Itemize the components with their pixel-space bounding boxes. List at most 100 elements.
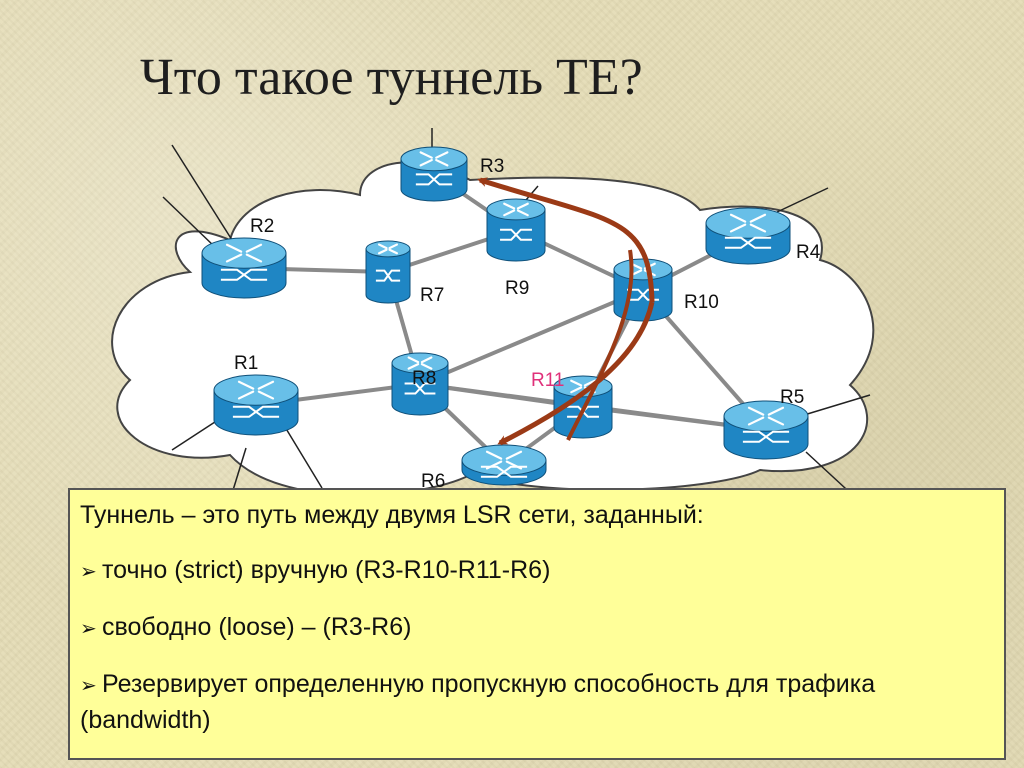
router-top-arrow xyxy=(237,390,255,400)
router-top-arrow xyxy=(388,248,399,255)
router-top-arrow xyxy=(503,202,516,210)
external-link-line xyxy=(803,394,871,416)
router-top xyxy=(486,198,546,221)
link-r10-r8 xyxy=(419,288,644,386)
router-cross-arrows-icon xyxy=(375,269,401,282)
router-label-r9: R9 xyxy=(505,278,529,299)
router-label-r6: R6 xyxy=(421,471,445,492)
router-top-arrow xyxy=(485,450,503,460)
arrow-bullet-icon: ➢ xyxy=(80,561,97,583)
router-top-arrow xyxy=(388,243,399,250)
router-top-arrow xyxy=(747,416,765,426)
network-cloud xyxy=(111,161,875,497)
external-link-line xyxy=(774,187,829,214)
external-link-line xyxy=(281,421,323,489)
router-cross-arrows-icon xyxy=(404,382,436,395)
router-top-arrow xyxy=(245,243,263,253)
info-bullet: ➢точно (strict) вручную (R3-R10-R11-R6) xyxy=(80,553,994,589)
router-top-arrow xyxy=(435,158,449,167)
router-top-arrow xyxy=(237,380,255,390)
router-cross-arrows-icon xyxy=(480,465,528,478)
router-r8 xyxy=(391,352,449,416)
router-top-arrow xyxy=(516,209,529,217)
router-top-arrow xyxy=(516,202,529,210)
router-label-r4: R4 xyxy=(796,242,821,263)
slide-title: Что такое туннель TE? xyxy=(140,49,643,106)
router-cross-arrows-icon xyxy=(232,405,280,418)
router-r6 xyxy=(461,444,547,486)
router-label-r2: R2 xyxy=(250,216,274,237)
info-bullet-list: ➢точно (strict) вручную (R3-R10-R11-R6) … xyxy=(80,553,994,737)
router-label-r1: R1 xyxy=(234,353,258,374)
router-top-arrow xyxy=(225,253,243,263)
router-top-arrow xyxy=(749,223,767,233)
info-bullet: ➢Резервирует определенную пропускную спо… xyxy=(80,667,994,737)
router-cross-arrows-icon xyxy=(724,236,772,249)
router-top-arrow xyxy=(505,450,523,460)
router-top xyxy=(365,240,411,258)
bullet-text: Резервирует определенную пропускную спос… xyxy=(80,670,876,734)
router-label-r3: R3 xyxy=(480,156,504,177)
router-top-arrow xyxy=(420,362,433,370)
router-top xyxy=(391,352,449,374)
info-bullet: ➢свободно (loose) – (R3-R6) xyxy=(80,610,994,646)
router-r5 xyxy=(723,400,809,460)
router-top-arrow xyxy=(729,223,747,233)
router-top-arrow xyxy=(435,151,449,159)
external-link-line xyxy=(171,419,219,451)
router-top-arrow xyxy=(767,406,785,416)
router-label-r7: R7 xyxy=(420,285,444,306)
router-top-arrow xyxy=(767,416,785,426)
router-top-arrow xyxy=(419,151,433,159)
router-cross-arrows-icon xyxy=(220,268,268,281)
router-label-r11: R11 xyxy=(531,370,564,391)
info-box: Туннель – это путь между двумя LSR сети,… xyxy=(68,488,1006,760)
info-intro: Туннель – это путь между двумя LSR сети,… xyxy=(80,501,704,529)
router-cross-arrows-icon xyxy=(500,228,532,241)
router-r4 xyxy=(705,207,791,265)
router-top-arrow xyxy=(747,406,765,416)
router-top-arrow xyxy=(420,356,433,364)
router-top xyxy=(613,258,673,281)
router-r10 xyxy=(613,258,673,322)
arrow-bullet-icon: ➢ xyxy=(80,675,97,697)
router-r1 xyxy=(213,374,299,436)
arrow-bullet-icon: ➢ xyxy=(80,618,97,640)
router-cross-arrows-icon xyxy=(742,430,790,443)
bullet-text: свободно (loose) – (R3-R6) xyxy=(102,613,412,641)
router-r3 xyxy=(400,146,468,202)
router-top-arrow xyxy=(583,379,596,387)
router-top-arrow xyxy=(225,243,243,253)
router-top-arrow xyxy=(407,356,420,364)
router-top-arrow xyxy=(749,213,767,223)
router-top xyxy=(213,374,299,406)
router-r9 xyxy=(486,198,546,262)
external-link-line xyxy=(171,144,233,241)
router-r2 xyxy=(201,237,287,299)
tunnel-arrow xyxy=(477,177,655,303)
router-top-arrow xyxy=(257,390,275,400)
router-top-arrow xyxy=(729,213,747,223)
router-top-arrow xyxy=(377,243,388,250)
router-cross-arrows-icon xyxy=(415,173,453,186)
router-r7 xyxy=(365,240,411,304)
router-top-arrow xyxy=(503,209,516,217)
router-label-r8: R8 xyxy=(412,368,436,389)
router-top xyxy=(400,146,468,172)
router-top-arrow xyxy=(407,362,420,370)
router-top xyxy=(201,237,287,269)
router-label-r10: R10 xyxy=(684,292,719,313)
router-top-arrow xyxy=(570,379,583,387)
router-top-arrow xyxy=(570,386,583,394)
router-label-r5: R5 xyxy=(780,387,804,408)
router-top-arrow xyxy=(245,253,263,263)
bullet-text: точно (strict) вручную (R3-R10-R11-R6) xyxy=(102,556,551,584)
external-link-line xyxy=(162,196,217,249)
router-top xyxy=(723,400,809,432)
router-top-arrow xyxy=(419,158,433,167)
router-top xyxy=(705,207,791,239)
router-top-arrow xyxy=(257,380,275,390)
tunnel-arrow-back xyxy=(566,249,634,441)
